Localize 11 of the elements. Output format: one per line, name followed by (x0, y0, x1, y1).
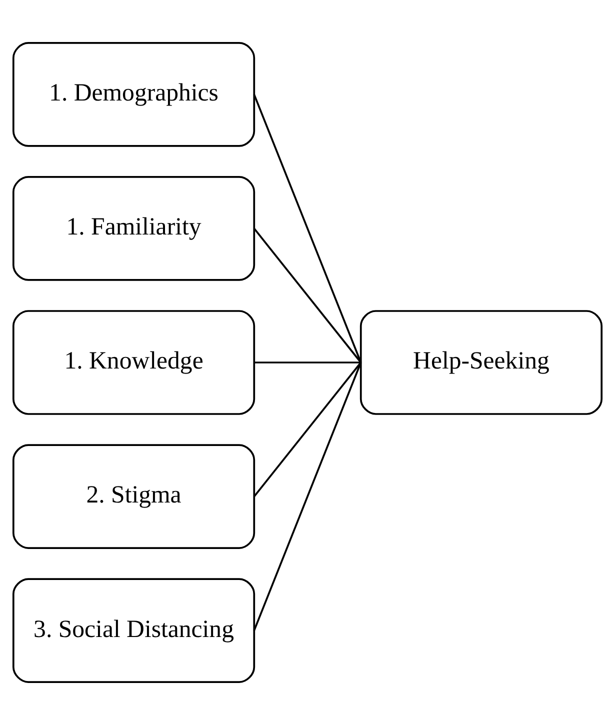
node-box: 1. Demographics (12, 42, 256, 146)
node-box: 1. Knowledge (12, 310, 256, 414)
connector (253, 361, 362, 497)
connector (254, 361, 361, 363)
node-box: 2. Stigma (12, 444, 256, 548)
node-box: Help-Seeking (360, 310, 603, 414)
connector (253, 227, 362, 363)
connector (253, 362, 362, 630)
connector (253, 94, 362, 362)
node-box: 3. Social Distancing (12, 578, 256, 682)
node-box: 1. Familiarity (12, 176, 256, 280)
